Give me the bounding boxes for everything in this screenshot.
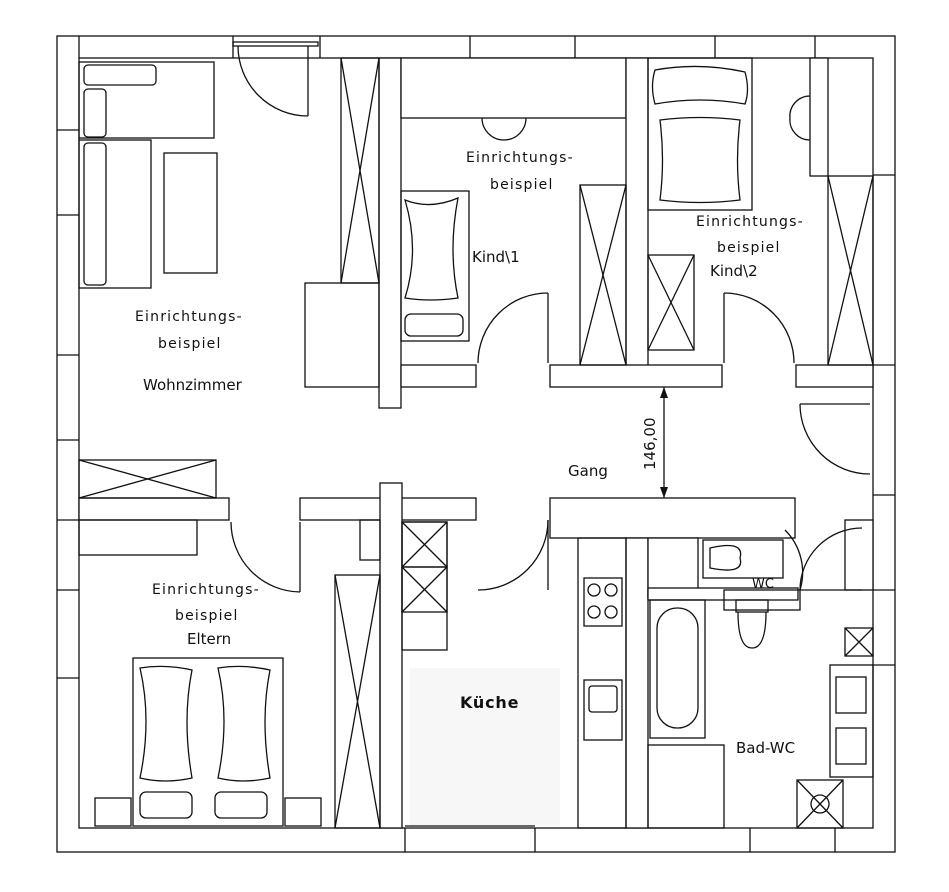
eltern-name: Eltern <box>187 630 231 648</box>
dimension-line: 146,00 <box>641 387 668 498</box>
interior-walls <box>78 57 874 829</box>
kind1-example-line1: Einrichtungs- <box>466 150 574 166</box>
wohnzimmer-example-line1: Einrichtungs- <box>135 309 243 325</box>
kind1-name: Kind\1 <box>472 248 520 266</box>
kind2-example-line1: Einrichtungs- <box>696 214 804 230</box>
dimension-label: 146,00 <box>641 418 659 471</box>
wohnzimmer-name: Wohnzimmer <box>143 376 243 394</box>
kueche-furniture <box>401 521 627 829</box>
wc-name: WC <box>752 577 774 592</box>
kind2-furniture <box>579 57 874 366</box>
doors <box>230 45 871 593</box>
wohnzimmer-example-line2: beispiel <box>158 336 222 352</box>
kind2-name: Kind\2 <box>710 262 758 280</box>
bad-name: Bad-WC <box>736 739 795 757</box>
wohnzimmer-furniture <box>78 57 380 499</box>
kueche-name: Küche <box>460 693 519 712</box>
kind2-example-line2: beispiel <box>717 240 781 256</box>
kind1-example-line2: beispiel <box>490 177 554 193</box>
eltern-example-line2: beispiel <box>175 608 239 624</box>
eltern-example-line1: Einrichtungs- <box>152 582 260 598</box>
eltern-furniture <box>78 519 381 829</box>
kind1-furniture <box>400 117 527 342</box>
room-labels: Einrichtungs- beispiel Wohnzimmer Einric… <box>135 150 804 757</box>
gang-name: Gang <box>568 462 608 480</box>
bad-furniture <box>647 539 874 829</box>
